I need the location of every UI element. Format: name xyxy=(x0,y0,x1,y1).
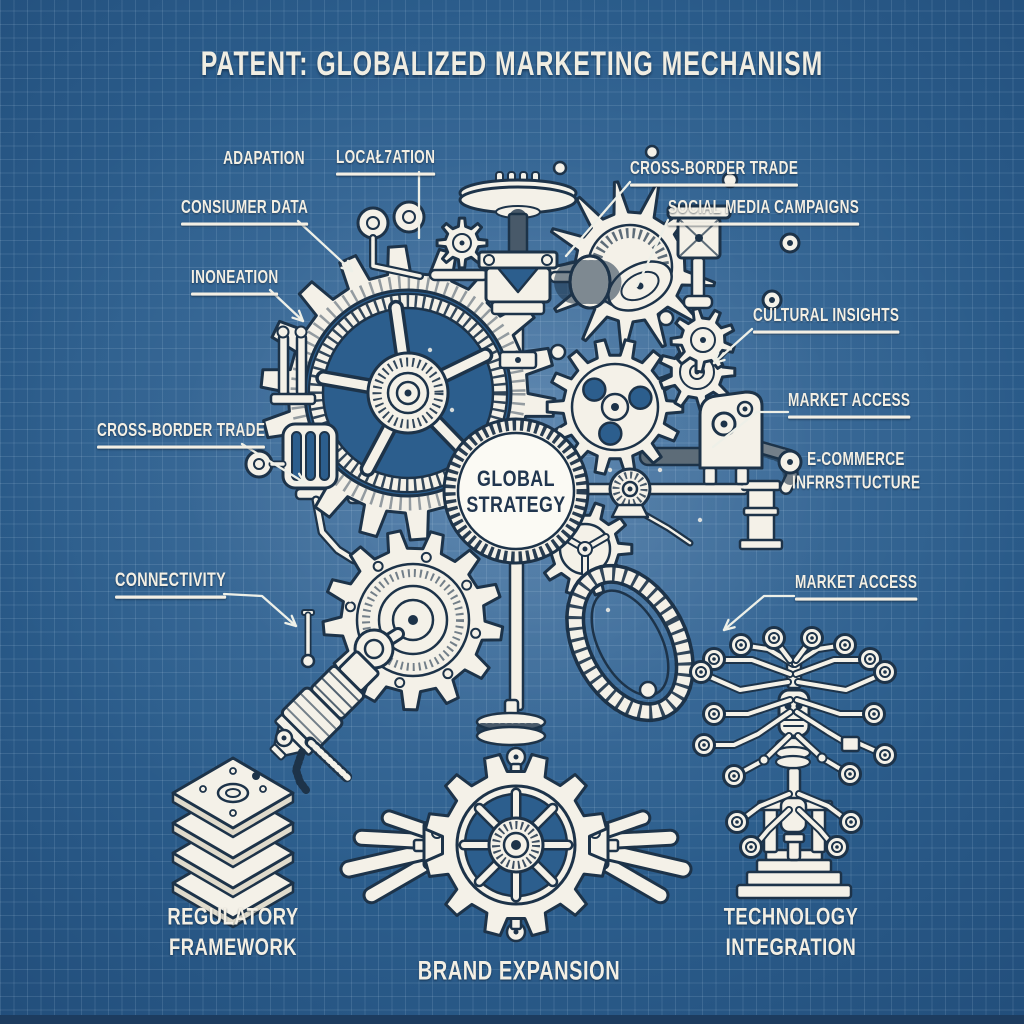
label-technology-integration: TECHNOLOGY INTEGRATION xyxy=(723,902,859,961)
label-market-access-right: MARKET ACCESS xyxy=(788,389,910,418)
right-gear xyxy=(545,338,685,476)
top-shaft-assembly xyxy=(356,171,578,282)
guide-pins xyxy=(269,325,317,406)
grill-box xyxy=(244,422,339,490)
page-title: PATENT: GLOBALIZED MARKETING MECHANISM xyxy=(200,44,824,83)
label-regulatory-framework: REGULATORY FRAMEWORK xyxy=(167,902,299,961)
label-market-access-bottom: MARKET ACCESS xyxy=(795,571,917,600)
circuit-tree xyxy=(689,626,897,900)
bottom-pulley xyxy=(475,698,547,747)
bar-disc xyxy=(608,467,652,519)
label-cross-border-trade-top: CROSS-BORDER TRADE xyxy=(630,157,798,186)
springs xyxy=(292,736,355,794)
arm-cylinder xyxy=(269,627,405,761)
label-adaptation: ADAPATION xyxy=(223,148,305,169)
leader-lines xyxy=(222,170,796,632)
elliptical-ring-gear xyxy=(565,563,695,723)
label-innovation: INONEATION xyxy=(191,266,279,295)
label-localization: LOCAŁ7ATION xyxy=(336,146,435,175)
label-cross-border-trade-left: CROSS-BORDER TRADE xyxy=(97,419,265,448)
piston-small-gear xyxy=(669,306,736,374)
label-brand-expansion: BRAND EXPANSION xyxy=(417,956,621,986)
label-connectivity: CONNECTIVITY xyxy=(115,568,226,599)
dangling-pin xyxy=(300,609,316,669)
clamp-block xyxy=(477,250,626,370)
plate-stack xyxy=(171,756,295,929)
global-strategy-label: GLOBAL STRATEGY xyxy=(466,467,566,518)
label-social-media-campaigns: SOCIAL MEDIA CAMPAIGNS xyxy=(668,196,859,225)
mount-bracket xyxy=(694,390,770,489)
global-strategy-hub xyxy=(442,417,590,565)
label-cultural-insights: CULTURAL INSIGHTS xyxy=(753,304,899,333)
label-ecommerce-infrastructure: E-COMMERCE INFRRSTTUCTURE xyxy=(792,449,921,493)
specks xyxy=(347,347,703,613)
label-consumer-data: CONSIUMER DATA xyxy=(181,196,308,225)
bottom-edge-strip xyxy=(0,1015,1024,1024)
winged-gear-emblem xyxy=(339,746,693,943)
